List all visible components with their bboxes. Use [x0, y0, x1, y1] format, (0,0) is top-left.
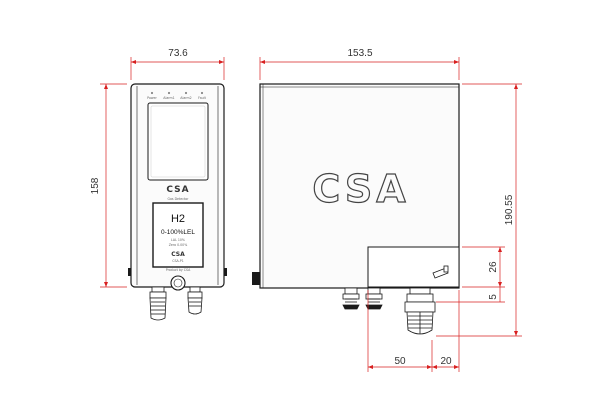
panel-footer: Product by CSA [166, 268, 191, 272]
led-row: Power Alarm1 Alarm2 Fault [147, 91, 207, 100]
gland-distance-label: 50 [394, 356, 406, 367]
front-knob [170, 275, 186, 291]
label-panel [152, 202, 204, 268]
front-width-label: 73.6 [168, 48, 188, 59]
alarm1-line: LAL 10% [171, 238, 185, 242]
side-logo: CSA [312, 167, 409, 211]
side-height-label: 190.55 [504, 194, 515, 225]
led-label-alarm1: Alarm1 [163, 96, 174, 100]
front-gland-right [187, 286, 203, 315]
gas-range: 0-100%LEL [161, 229, 195, 236]
side-button-right [224, 268, 227, 276]
panel-logo: CSA [171, 251, 185, 258]
front-view: Power Alarm1 Alarm2 Fault CSA Gas Detect… [90, 48, 227, 321]
side-gland-large [404, 287, 436, 335]
side-button-left [128, 268, 131, 276]
dimension-front-height [100, 83, 127, 288]
dimension-box-height [462, 246, 505, 288]
side-gland-2 [365, 287, 383, 310]
box-latch [432, 265, 449, 279]
dimension-side-width [259, 57, 460, 80]
gland-edge-label: 20 [440, 356, 452, 367]
gland-offset-label: 5 [488, 294, 499, 300]
front-logo: CSA [166, 185, 189, 195]
led-label-fault: Fault [198, 96, 206, 100]
front-caption: Gas Detector [168, 197, 190, 201]
dimension-bottom [367, 290, 460, 372]
alarm2-line: Zero 0.00% [169, 243, 187, 247]
dimension-front-width [130, 57, 225, 80]
front-height-label: 158 [90, 177, 101, 194]
front-gland-left [149, 286, 167, 321]
dimension-side-height [436, 83, 522, 337]
led-label-power: Power [147, 96, 157, 100]
side-view: CSA [252, 48, 522, 372]
side-bolt [252, 272, 260, 285]
panel-model: CSA-P1 [172, 259, 184, 263]
gas-type: H2 [171, 213, 185, 225]
dimension-gland-offset [436, 287, 505, 303]
display-window [147, 102, 209, 181]
side-width-label: 153.5 [347, 48, 372, 59]
box-height-label: 26 [488, 261, 499, 273]
side-gland-1 [342, 287, 360, 310]
led-label-alarm2: Alarm2 [180, 96, 191, 100]
